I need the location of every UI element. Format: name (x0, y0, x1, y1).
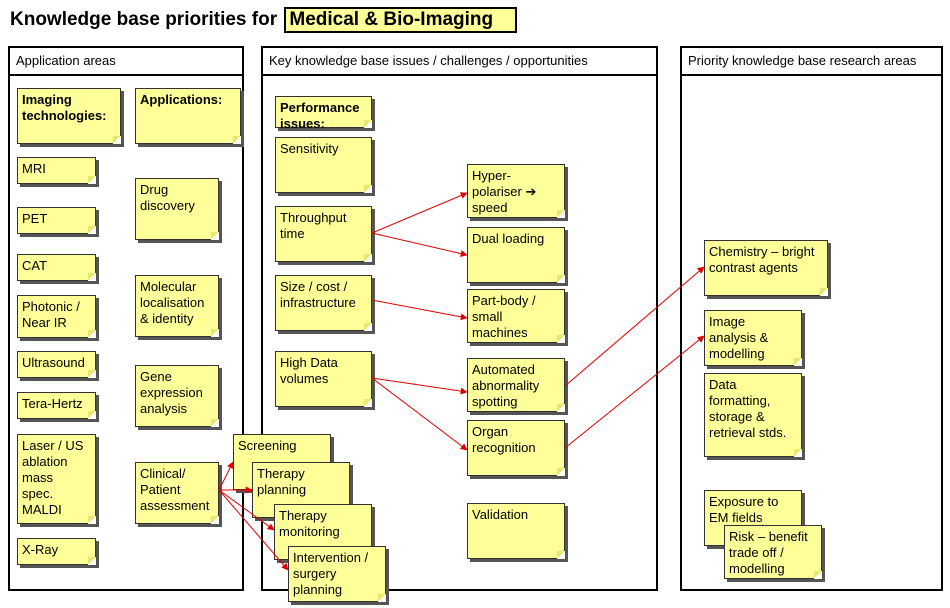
outcome-intervention-planning: Intervention / surgery planning (288, 546, 386, 602)
issue-size-cost: Size / cost / infrastructure (275, 275, 372, 331)
tech-x-ray: X-Ray (17, 538, 96, 565)
app-clinical-assessment: Clinical/ Patient assessment (135, 462, 219, 524)
issue-sensitivity: Sensitivity (275, 137, 372, 193)
opp-automated-abnormality: Automated abnormality spotting (467, 358, 565, 412)
tech-cat: CAT (17, 254, 96, 281)
opp-part-body: Part-body / small machines (467, 289, 565, 343)
opp-validation: Validation (467, 503, 565, 559)
issue-high-data-volumes: High Data volumes (275, 351, 372, 407)
imaging-technologies-header: Imaging technologies: (17, 88, 121, 144)
page-title: Knowledge base priorities for Medical & … (10, 6, 518, 34)
panel-header-issues: Key knowledge base issues / challenges /… (263, 48, 656, 76)
app-drug-discovery: Drug discovery (135, 178, 219, 240)
tech-ultrasound: Ultrasound (17, 351, 96, 378)
research-image-analysis: Image analysis & modelling (704, 310, 802, 366)
performance-issues-header: Performance issues: (275, 96, 372, 131)
issue-throughput-time: Throughput time (275, 206, 372, 262)
tech-mri: MRI (17, 157, 96, 184)
opp-organ-recognition: Organ recognition (467, 420, 565, 476)
panel-header-application-areas: Application areas (10, 48, 242, 76)
tech-pet: PET (17, 207, 96, 234)
research-chemistry: Chemistry – bright contrast agents (704, 240, 828, 296)
tech-tera-hertz: Tera-Hertz (17, 392, 96, 419)
app-gene-expression: Gene expression analysis (135, 365, 219, 427)
panel-header-research-areas: Priority knowledge base research areas (682, 48, 941, 76)
title-highlight: Medical & Bio-Imaging (284, 7, 518, 33)
title-prefix: Knowledge base priorities for (10, 9, 278, 30)
research-risk-benefit: Risk – benefit trade off / modelling (724, 525, 822, 579)
app-molecular-localisation: Molecular localisation & identity (135, 275, 219, 337)
applications-header: Applications: (135, 88, 241, 144)
opp-hyper-polariser: Hyper- polariser ➔ speed (467, 164, 565, 218)
tech-laser-us: Laser / US ablation mass spec. MALDI (17, 434, 96, 524)
opp-dual-loading: Dual loading (467, 227, 565, 283)
tech-photonic: Photonic / Near IR (17, 295, 96, 338)
research-data-formatting: Data formatting, storage & retrieval std… (704, 373, 802, 457)
